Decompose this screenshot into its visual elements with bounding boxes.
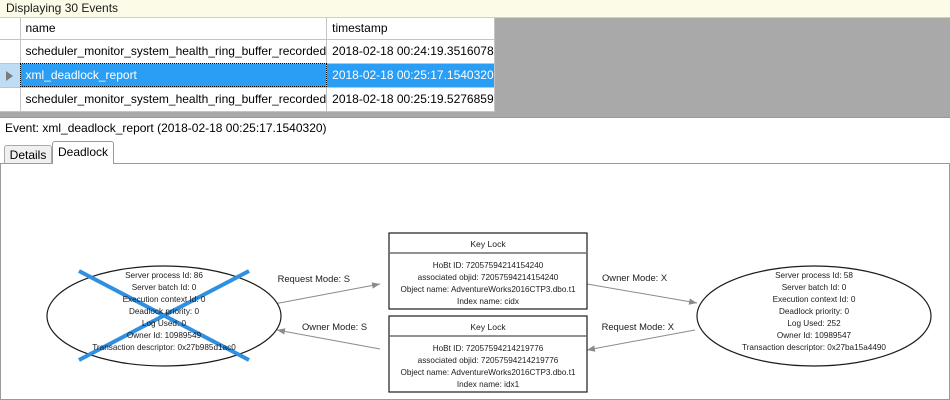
edge-top-owner-right: Owner Mode: X [586,272,698,305]
events-status-text: Displaying 30 Events [6,1,119,15]
cell-timestamp[interactable]: 2018-02-18 00:24:19.3516078 [326,39,495,64]
process-node-right[interactable]: Server process Id: 58 Server batch Id: 0… [696,265,932,367]
tab-details[interactable]: Details [4,145,52,164]
process-left-line-6: Owner Id: 10989549 [127,331,202,340]
process-left-line-5: Log Used: 0 [142,319,187,328]
process-right-line-1: Server process Id: 58 [775,271,853,280]
deadlock-graph-canvas[interactable]: Request Mode: S Owner Mode: X Owner Mode… [0,163,950,400]
edge-label-top-owner-right: Owner Mode: X [602,272,668,283]
resource-node-top[interactable]: Key Lock HoBt ID: 72057594214154240 asso… [388,232,588,310]
tab-strip: Details Deadlock [0,140,950,164]
event-header-label: Event: xml_deadlock_report (2018-02-18 0… [0,119,950,139]
resource-top-title: Key Lock [470,239,506,249]
column-header-name[interactable]: name [20,18,328,40]
cell-timestamp[interactable]: 2018-02-18 00:25:19.5276859 [326,87,495,112]
edge-label-left-request-top: Request Mode: S [278,273,350,284]
events-grid[interactable]: name timestamp scheduler_monitor_system_… [0,18,495,112]
process-node-left[interactable]: Server process Id: 86 Server batch Id: 0… [46,265,282,367]
process-left-line-1: Server process Id: 86 [125,271,203,280]
events-status-bar: Displaying 30 Events [0,0,950,18]
process-left-line-2: Server batch Id: 0 [132,283,197,292]
edge-right-request-bottom: Request Mode: X [586,321,696,352]
row-selector-cell[interactable] [0,63,21,88]
cell-timestamp[interactable]: 2018-02-18 00:25:17.1540320 [326,63,495,88]
process-left-line-3: Execution context Id: 0 [123,295,206,304]
tab-deadlock[interactable]: Deadlock [52,141,114,164]
resource-top-line-1: HoBt ID: 72057594214154240 [433,261,544,270]
resource-node-bottom[interactable]: Key Lock HoBt ID: 72057594214219776 asso… [388,315,588,393]
process-left-line-7: Transaction descriptor: 0x27b985d1ac0 [92,343,236,352]
resource-top-line-2: associated objid: 72057594214154240 [418,273,559,282]
edge-label-bottom-owner-left: Owner Mode: S [302,321,367,332]
table-row[interactable]: scheduler_monitor_system_health_ring_buf… [0,87,495,112]
process-right-line-6: Owner Id: 10989547 [777,331,852,340]
table-row[interactable]: scheduler_monitor_system_health_ring_buf… [0,39,495,64]
column-header-timestamp[interactable]: timestamp [326,18,495,40]
resource-bottom-title: Key Lock [470,322,506,332]
process-right-line-7: Transaction descriptor: 0x27ba15a4490 [742,343,886,352]
cell-name[interactable]: scheduler_monitor_system_health_ring_buf… [20,87,328,112]
resource-top-line-3: Object name: AdventureWorks2016CTP3.dbo.… [400,285,576,294]
resource-bottom-line-4: Index name: idx1 [457,380,520,389]
row-selector-cell[interactable] [0,39,21,64]
cell-name[interactable]: xml_deadlock_report [20,63,328,88]
resource-bottom-line-2: associated objid: 72057594214219776 [418,356,559,365]
row-selector-cell[interactable] [0,87,21,112]
resource-top-line-4: Index name: cidx [457,297,519,306]
row-arrow-icon [6,70,14,81]
table-row[interactable]: xml_deadlock_report 2018-02-18 00:25:17.… [0,63,495,88]
process-right-line-2: Server batch Id: 0 [782,283,847,292]
resource-bottom-line-1: HoBt ID: 72057594214219776 [433,344,544,353]
process-left-line-4: Deadlock priority: 0 [129,307,200,316]
process-right-line-3: Execution context Id: 0 [773,295,856,304]
process-right-line-4: Deadlock priority: 0 [779,307,850,316]
edge-bottom-owner-left: Owner Mode: S [276,321,381,350]
table-header-row: name timestamp [0,18,495,40]
cell-name[interactable]: scheduler_monitor_system_health_ring_buf… [20,39,328,64]
edge-label-right-request-bottom: Request Mode: X [602,321,675,332]
edge-left-request-top: Request Mode: S [273,273,381,305]
process-right-line-5: Log Used: 252 [787,319,841,328]
events-grid-panel: name timestamp scheduler_monitor_system_… [0,18,950,118]
column-header-selector[interactable] [0,18,21,40]
resource-bottom-line-3: Object name: AdventureWorks2016CTP3.dbo.… [400,368,576,377]
victim-cross-icon [78,269,250,362]
